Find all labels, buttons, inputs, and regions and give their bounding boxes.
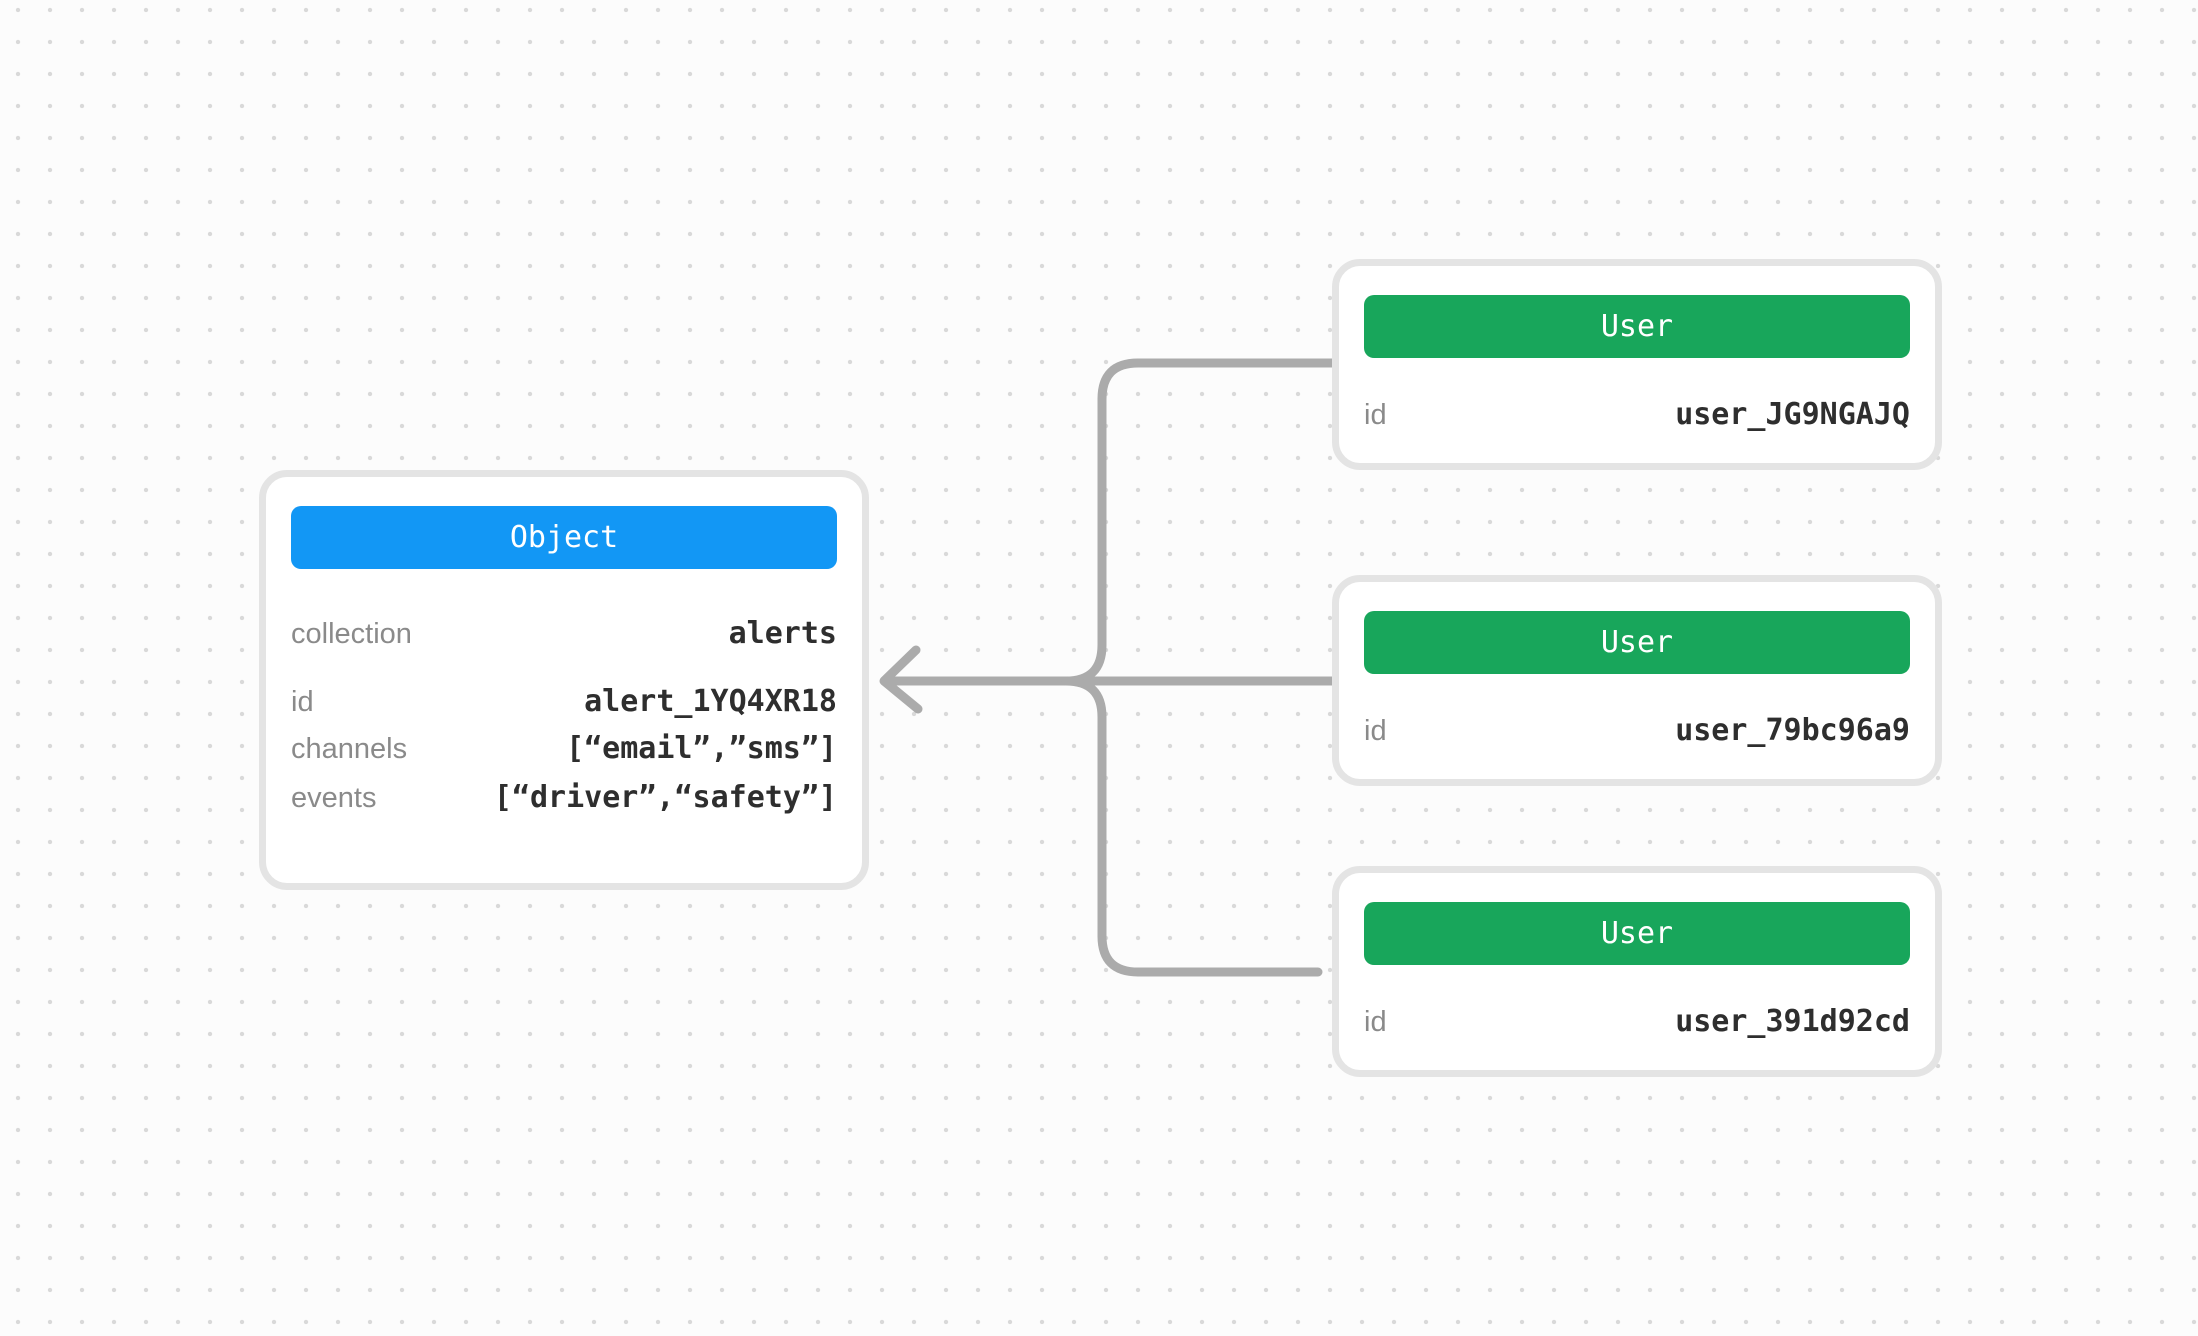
field-label: id xyxy=(1364,399,1387,431)
field-label: collection xyxy=(291,618,412,650)
object-node: Object collection alerts id alert_1YQ4XR… xyxy=(259,470,869,890)
user-node-header: User xyxy=(1364,295,1910,358)
field-label: id xyxy=(1364,1006,1387,1038)
field-value: user_391d92cd xyxy=(1675,1004,1910,1039)
field-row-id: id user_79bc96a9 xyxy=(1364,713,1910,749)
field-value: alert_1YQ4XR18 xyxy=(584,684,837,719)
user-node-header: User xyxy=(1364,902,1910,965)
field-value: user_79bc96a9 xyxy=(1675,713,1910,748)
field-row-channels: channels [“email”,”sms”] xyxy=(291,731,837,767)
field-row-id: id user_JG9NGAJQ xyxy=(1364,397,1910,433)
arrow-left-icon xyxy=(879,645,923,714)
edge-user1-to-object xyxy=(1061,358,1337,686)
field-label: id xyxy=(1364,715,1387,747)
field-row-id: id alert_1YQ4XR18 xyxy=(291,684,837,720)
field-value: user_JG9NGAJQ xyxy=(1675,397,1910,432)
field-label: id xyxy=(291,686,314,718)
user-node-title: User xyxy=(1600,916,1674,951)
user-node-title: User xyxy=(1600,625,1674,660)
user-node-header: User xyxy=(1364,611,1910,674)
field-value: [“email”,”sms”] xyxy=(566,731,837,766)
user-node-3: User id user_391d92cd xyxy=(1332,866,1942,1077)
user-node-title: User xyxy=(1600,309,1674,344)
field-label: channels xyxy=(291,733,408,765)
field-label: events xyxy=(291,782,377,814)
field-row-events: events [“driver”,“safety”] xyxy=(291,780,837,816)
edge-user3-to-object xyxy=(1061,676,1323,977)
object-node-title: Object xyxy=(509,520,619,555)
field-row-collection: collection alerts xyxy=(291,616,837,652)
field-value: alerts xyxy=(728,616,837,651)
user-node-2: User id user_79bc96a9 xyxy=(1332,575,1942,786)
field-row-id: id user_391d92cd xyxy=(1364,1004,1910,1040)
user-node-1: User id user_JG9NGAJQ xyxy=(1332,259,1942,470)
field-value: [“driver”,“safety”] xyxy=(493,780,837,815)
object-node-header: Object xyxy=(291,506,837,569)
